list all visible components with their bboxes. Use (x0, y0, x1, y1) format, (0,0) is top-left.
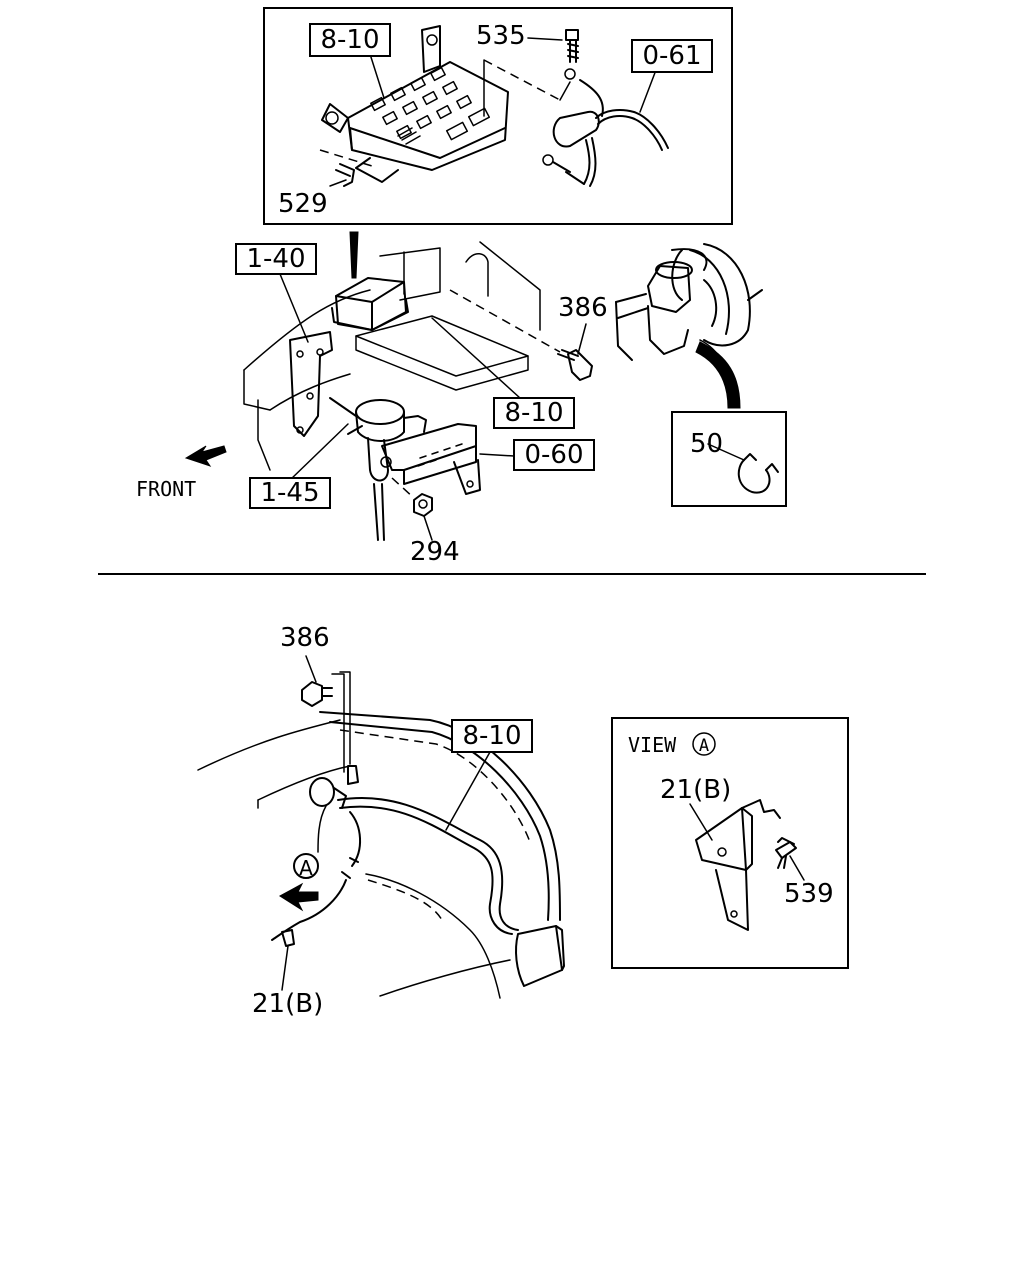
callout-8-10-engine: 8-10 (504, 398, 563, 428)
callout-50: 50 (690, 429, 723, 459)
callout-0-61: 0-61 (642, 41, 701, 71)
engine-bay-view: 1-40 386 8-10 0-60 1-45 294 50 FRONT (136, 241, 787, 567)
view-a-title: VIEW (628, 733, 677, 757)
callout-21b-bottom: 21(B) (252, 989, 323, 1019)
callout-529: 529 (278, 189, 328, 219)
callout-8-10-bottom: 8-10 (462, 721, 521, 751)
callout-294: 294 (410, 537, 460, 567)
view-a-title-marker: A (699, 736, 709, 756)
engine-compartment-view: 386 8-10 21(B) A (197, 623, 565, 1019)
fuse-box-inset: 8-10 535 0-61 529 (263, 7, 733, 225)
callout-535: 535 (476, 21, 526, 51)
callout-386-bottom: 386 (280, 623, 330, 653)
callout-21b-view: 21(B) (660, 775, 731, 805)
front-direction-label: FRONT (136, 477, 196, 501)
callout-1-40: 1-40 (246, 244, 305, 274)
callout-539: 539 (784, 879, 834, 909)
view-a-detail: VIEW A 21(B) 539 (611, 717, 849, 969)
view-marker-a: A (299, 856, 313, 880)
callout-1-45: 1-45 (260, 478, 319, 508)
callout-8-10: 8-10 (320, 25, 379, 55)
callout-386: 386 (558, 293, 608, 323)
callout-0-60: 0-60 (524, 440, 583, 470)
